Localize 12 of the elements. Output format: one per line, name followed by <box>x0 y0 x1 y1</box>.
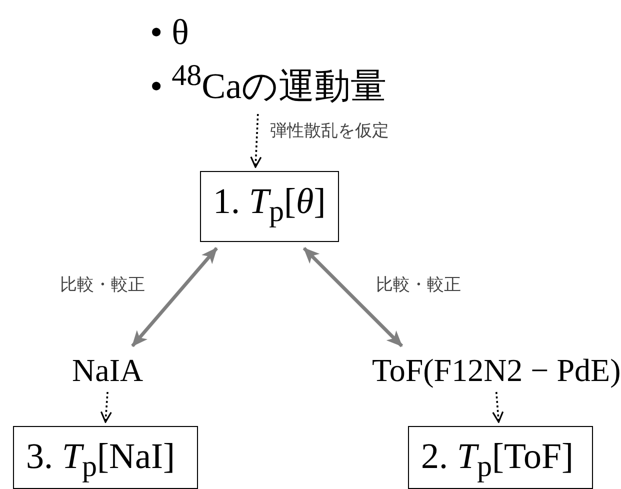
bullet-item: • θ <box>150 11 190 54</box>
formula-box: 1. T$_{p}$[θ] <box>200 171 339 242</box>
bullet-item: • $^{48}$Caの運動量 <box>150 58 388 108</box>
double-arrow <box>131 247 218 348</box>
node-label: NaIA <box>72 352 144 388</box>
arrow <box>492 392 504 423</box>
formula-box: 2. T$_{p}$[ToF] <box>408 426 593 489</box>
arrow <box>100 392 112 423</box>
node-label: ToF(F12N2 − PdE) <box>372 352 621 388</box>
formula-box: 3. T$_{p}$[NaI] <box>13 426 198 489</box>
double-arrow <box>302 246 404 348</box>
arrow <box>250 114 262 168</box>
